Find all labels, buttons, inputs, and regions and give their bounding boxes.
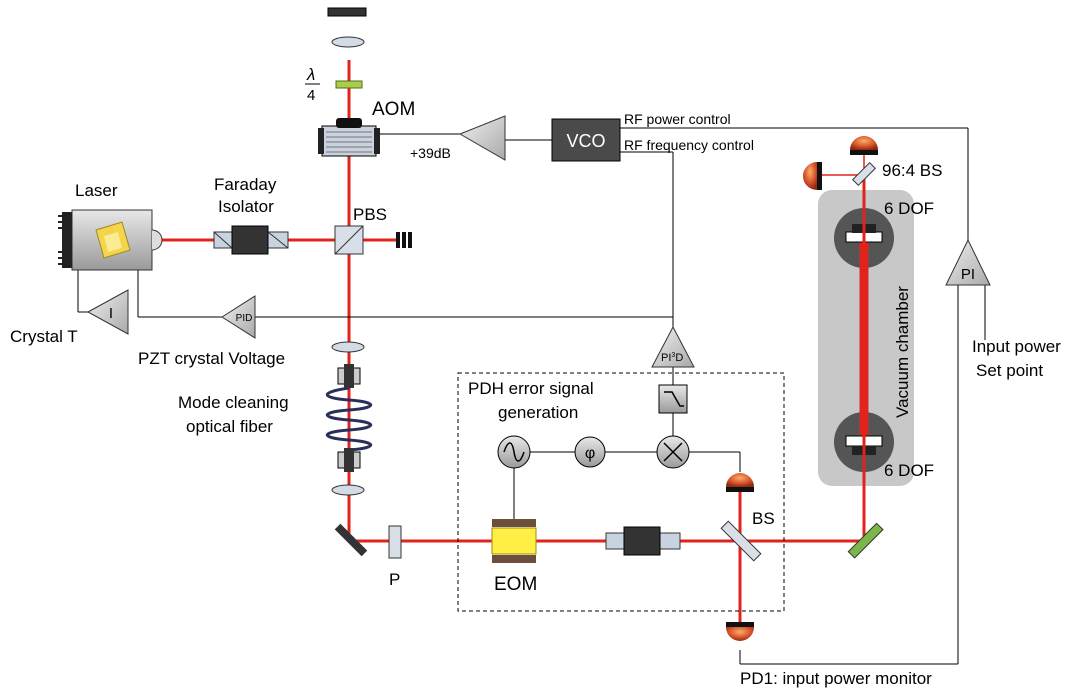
vacuum-chamber-label: Vacuum chamber [893, 286, 912, 418]
low-pass-filter [658, 384, 688, 414]
photodiode-pdh [726, 473, 754, 492]
pbs-label: PBS [353, 205, 387, 224]
phase-shifter [574, 436, 606, 468]
fiber-coupler-bottom [337, 448, 361, 472]
pi3d-amplifier [651, 325, 695, 368]
quarter-label: 4 [307, 87, 315, 104]
beam-dump [396, 232, 412, 248]
pdh-box [457, 372, 785, 612]
pi-amplifier [945, 238, 991, 286]
photodiode-left [803, 162, 822, 190]
dof-bottom-label: 6 DOF [884, 461, 934, 480]
rf-amplifier [458, 115, 506, 161]
aom-device [318, 118, 380, 157]
beam-splitter-96-4 [851, 161, 877, 187]
low-pass-icon [664, 391, 684, 407]
laser-label: Laser [75, 181, 118, 200]
fiber-coupler-top [337, 364, 361, 388]
pid-label: PID [236, 313, 253, 324]
lens-fiber-in [331, 341, 365, 353]
beam-splitter [720, 520, 762, 562]
fiber-label-2: optical fiber [186, 417, 273, 436]
faraday-label-1: Faraday [214, 175, 277, 194]
pd1-label: PD1: input power monitor [740, 669, 932, 688]
photodiode-pd1 [726, 622, 754, 641]
phi-label: φ [585, 445, 595, 462]
aom-label: AOM [372, 99, 415, 120]
pid-amplifier [221, 295, 256, 339]
laser-head [58, 209, 163, 271]
lens-top [331, 36, 365, 48]
pi3d-label: PI3D [661, 352, 683, 364]
bs-label: BS [752, 509, 775, 528]
faraday-isolator [213, 225, 289, 255]
photodiode-top [850, 136, 878, 155]
polarizer [388, 525, 402, 559]
eom-device [491, 519, 537, 563]
sine-icon [503, 442, 525, 462]
quarter-wave-plate [335, 80, 363, 89]
input-power-label-2: Set point [976, 361, 1043, 380]
faraday-label-2: Isolator [218, 197, 274, 216]
mirror-green [847, 522, 884, 559]
rf-freq-label: RF frequency control [624, 137, 754, 153]
fiber-label-1: Mode cleaning [178, 393, 289, 412]
rf-power-label: RF power control [624, 111, 731, 127]
pi-amp-label: PI [961, 266, 975, 283]
dof-top-label: 6 DOF [884, 199, 934, 218]
crystal-t-label: Crystal T [10, 327, 78, 346]
i-amp-label: I [109, 305, 113, 322]
input-power-label-1: Input power [972, 337, 1061, 356]
signal-wires [77, 127, 986, 665]
gain-label: +39dB [410, 145, 451, 161]
optical-fiber-coil [326, 386, 372, 452]
pdh-label-2: generation [498, 403, 578, 422]
vco-label: VCO [566, 131, 605, 151]
bs-9604-label: 96:4 BS [882, 161, 943, 180]
eom-label: EOM [494, 574, 537, 595]
lambda-label: λ [306, 65, 315, 84]
lens-fiber-out [331, 484, 365, 496]
aom-mirror-top [327, 7, 367, 17]
vco-box [551, 118, 621, 162]
polarizer-label: P [389, 570, 400, 589]
isolator-two [605, 526, 681, 556]
mirror-bottom-left [334, 523, 368, 557]
i-amplifier [86, 289, 129, 335]
pzt-label: PZT crystal Voltage [138, 349, 285, 368]
pdh-label-1: PDH error signal [468, 379, 594, 398]
pbs-cube [334, 225, 364, 255]
multiply-icon [663, 442, 683, 462]
